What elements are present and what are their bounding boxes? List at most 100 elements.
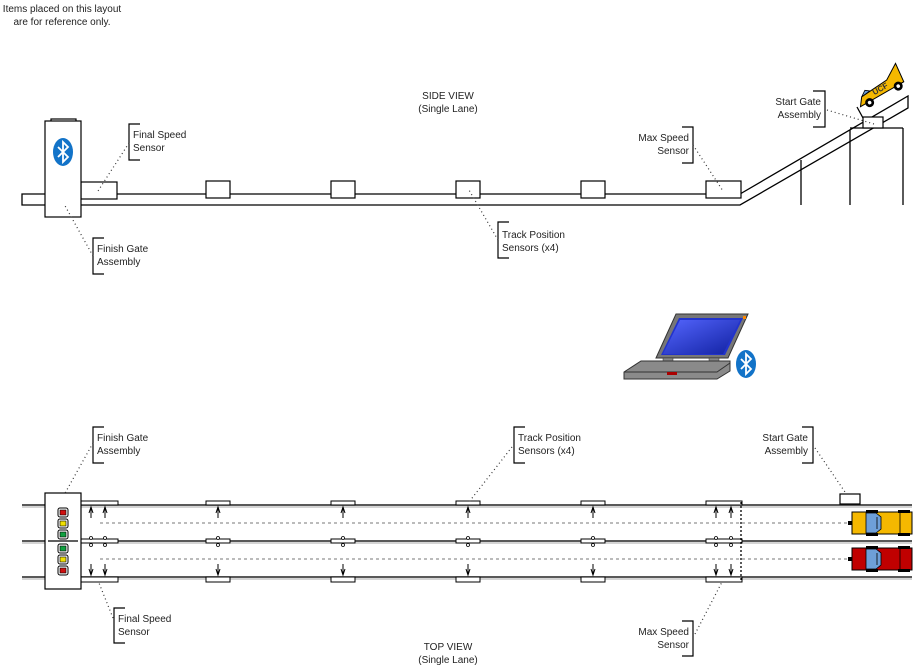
sensor-emitter <box>591 536 595 540</box>
track-position-sensor <box>330 180 356 199</box>
sensor-emitter <box>341 536 345 540</box>
top-view-title: TOP VIEW <box>424 642 473 653</box>
max-speed-sensor <box>705 500 743 506</box>
top-cars <box>848 510 913 572</box>
sensor-emitter <box>216 536 220 540</box>
sensor-emitter <box>714 536 718 540</box>
top-view-subtitle: (Single Lane) <box>418 655 477 666</box>
start-gate-arm <box>856 106 864 119</box>
sensor-emitter <box>729 543 733 547</box>
traffic-lights <box>57 507 69 576</box>
sensor-beam-arrow <box>340 505 346 518</box>
car-wheel <box>866 533 878 536</box>
sensor-beam-arrow <box>713 505 719 518</box>
sensor-beam-arrow <box>590 505 596 518</box>
car-windshield <box>865 548 882 570</box>
sensor-beam-arrow <box>713 564 719 577</box>
bracket-max-speed-top <box>682 620 694 657</box>
laptop-icon <box>623 313 749 380</box>
bracket-track-position-top <box>513 426 525 464</box>
track-position-sensor <box>330 500 356 506</box>
sensor-beam-arrow <box>88 505 94 518</box>
max-speed-sensor <box>705 576 743 583</box>
car-wheel <box>898 546 910 549</box>
sensor-beam-arrow <box>465 564 471 577</box>
sensor-emitter <box>216 543 220 547</box>
label-track-position-1: Track Position <box>502 230 565 241</box>
sensor-beam-arrow <box>728 564 734 577</box>
notice-line-1: Items placed on this layout <box>3 4 122 15</box>
label-finish-gate-2: Assembly <box>97 257 140 268</box>
car-windshield <box>865 512 882 534</box>
track-position-sensor <box>455 500 481 506</box>
sensor-beam-arrow <box>88 564 94 577</box>
bluetooth-icon <box>53 138 73 166</box>
car-nose <box>848 557 852 561</box>
sensor-emitter <box>341 543 345 547</box>
start-gate-box <box>862 116 884 129</box>
traffic-light <box>59 545 67 552</box>
car-lane-2 <box>848 546 913 572</box>
label-finish-gate-top-2: Assembly <box>97 446 140 457</box>
label-track-position-2: Sensors (x4) <box>502 243 559 254</box>
bracket-final-speed-top <box>113 607 125 644</box>
sensor-emitter <box>714 543 718 547</box>
sensor-beam-arrow <box>102 505 108 518</box>
track-position-sensor <box>205 500 231 506</box>
label-track-position-top-2: Sensors (x4) <box>518 446 575 457</box>
sensor-beam-arrow <box>465 505 471 518</box>
sensor-emitter <box>466 543 470 547</box>
traffic-light <box>59 556 67 563</box>
bracket-start-gate <box>813 90 826 128</box>
track-position-sensor <box>330 576 356 583</box>
max-speed-sensor <box>705 538 743 544</box>
side-view-car: UCF <box>859 62 905 108</box>
car-wheel <box>898 533 910 536</box>
label-max-speed-1: Max Speed <box>638 133 689 144</box>
leader-finish-gate-top <box>63 442 94 496</box>
car-wheel <box>866 546 878 549</box>
max-speed-sensor <box>705 180 742 199</box>
bracket-finish-gate-top <box>92 426 104 464</box>
sensor-emitter <box>89 543 93 547</box>
track-position-sensor <box>455 180 481 199</box>
label-finish-gate-1: Finish Gate <box>97 244 149 255</box>
label-final-speed-top-2: Sensor <box>118 627 150 638</box>
leader-max-speed-top <box>694 581 723 635</box>
car-nose <box>848 521 852 525</box>
sensor-emitter <box>103 536 107 540</box>
sensor-emitter <box>466 536 470 540</box>
label-start-gate-top-1: Start Gate <box>762 433 808 444</box>
label-max-speed-top-1: Max Speed <box>638 627 689 638</box>
top-view: TOP VIEW (Single Lane) Finish Gate Assem… <box>22 426 913 666</box>
final-speed-sensor <box>80 500 119 506</box>
sensor-beam-arrow <box>102 564 108 577</box>
leader-final-speed-top <box>98 582 114 619</box>
track-position-sensor <box>580 180 606 199</box>
sensor-emitter <box>89 536 93 540</box>
final-speed-sensor <box>80 538 119 544</box>
final-speed-sensor <box>80 576 119 583</box>
leader-start-gate <box>826 109 875 125</box>
label-max-speed-2: Sensor <box>657 146 689 157</box>
finish-gate-assembly <box>44 120 82 218</box>
car-lane-1 <box>848 510 913 536</box>
label-finish-gate-top-1: Finish Gate <box>97 433 149 444</box>
leader-track-position <box>468 189 499 241</box>
track-position-sensor <box>455 576 481 583</box>
sensor-strips <box>80 500 743 583</box>
car-body <box>851 547 913 571</box>
label-start-gate-top-2: Assembly <box>765 446 808 457</box>
track-position-sensor <box>205 180 231 199</box>
start-gate-box <box>839 493 861 505</box>
sensor-beam-arrow <box>215 564 221 577</box>
side-view: SIDE VIEW (Single Lane) UCF <box>21 62 909 275</box>
car-body <box>851 511 913 535</box>
track-position-sensor <box>205 576 231 583</box>
label-final-speed-sensor-1: Final Speed <box>133 130 186 141</box>
car-wheel <box>898 510 910 513</box>
side-view-title: SIDE VIEW <box>422 91 474 102</box>
traffic-light <box>59 520 67 527</box>
leader-final-speed <box>97 142 130 192</box>
